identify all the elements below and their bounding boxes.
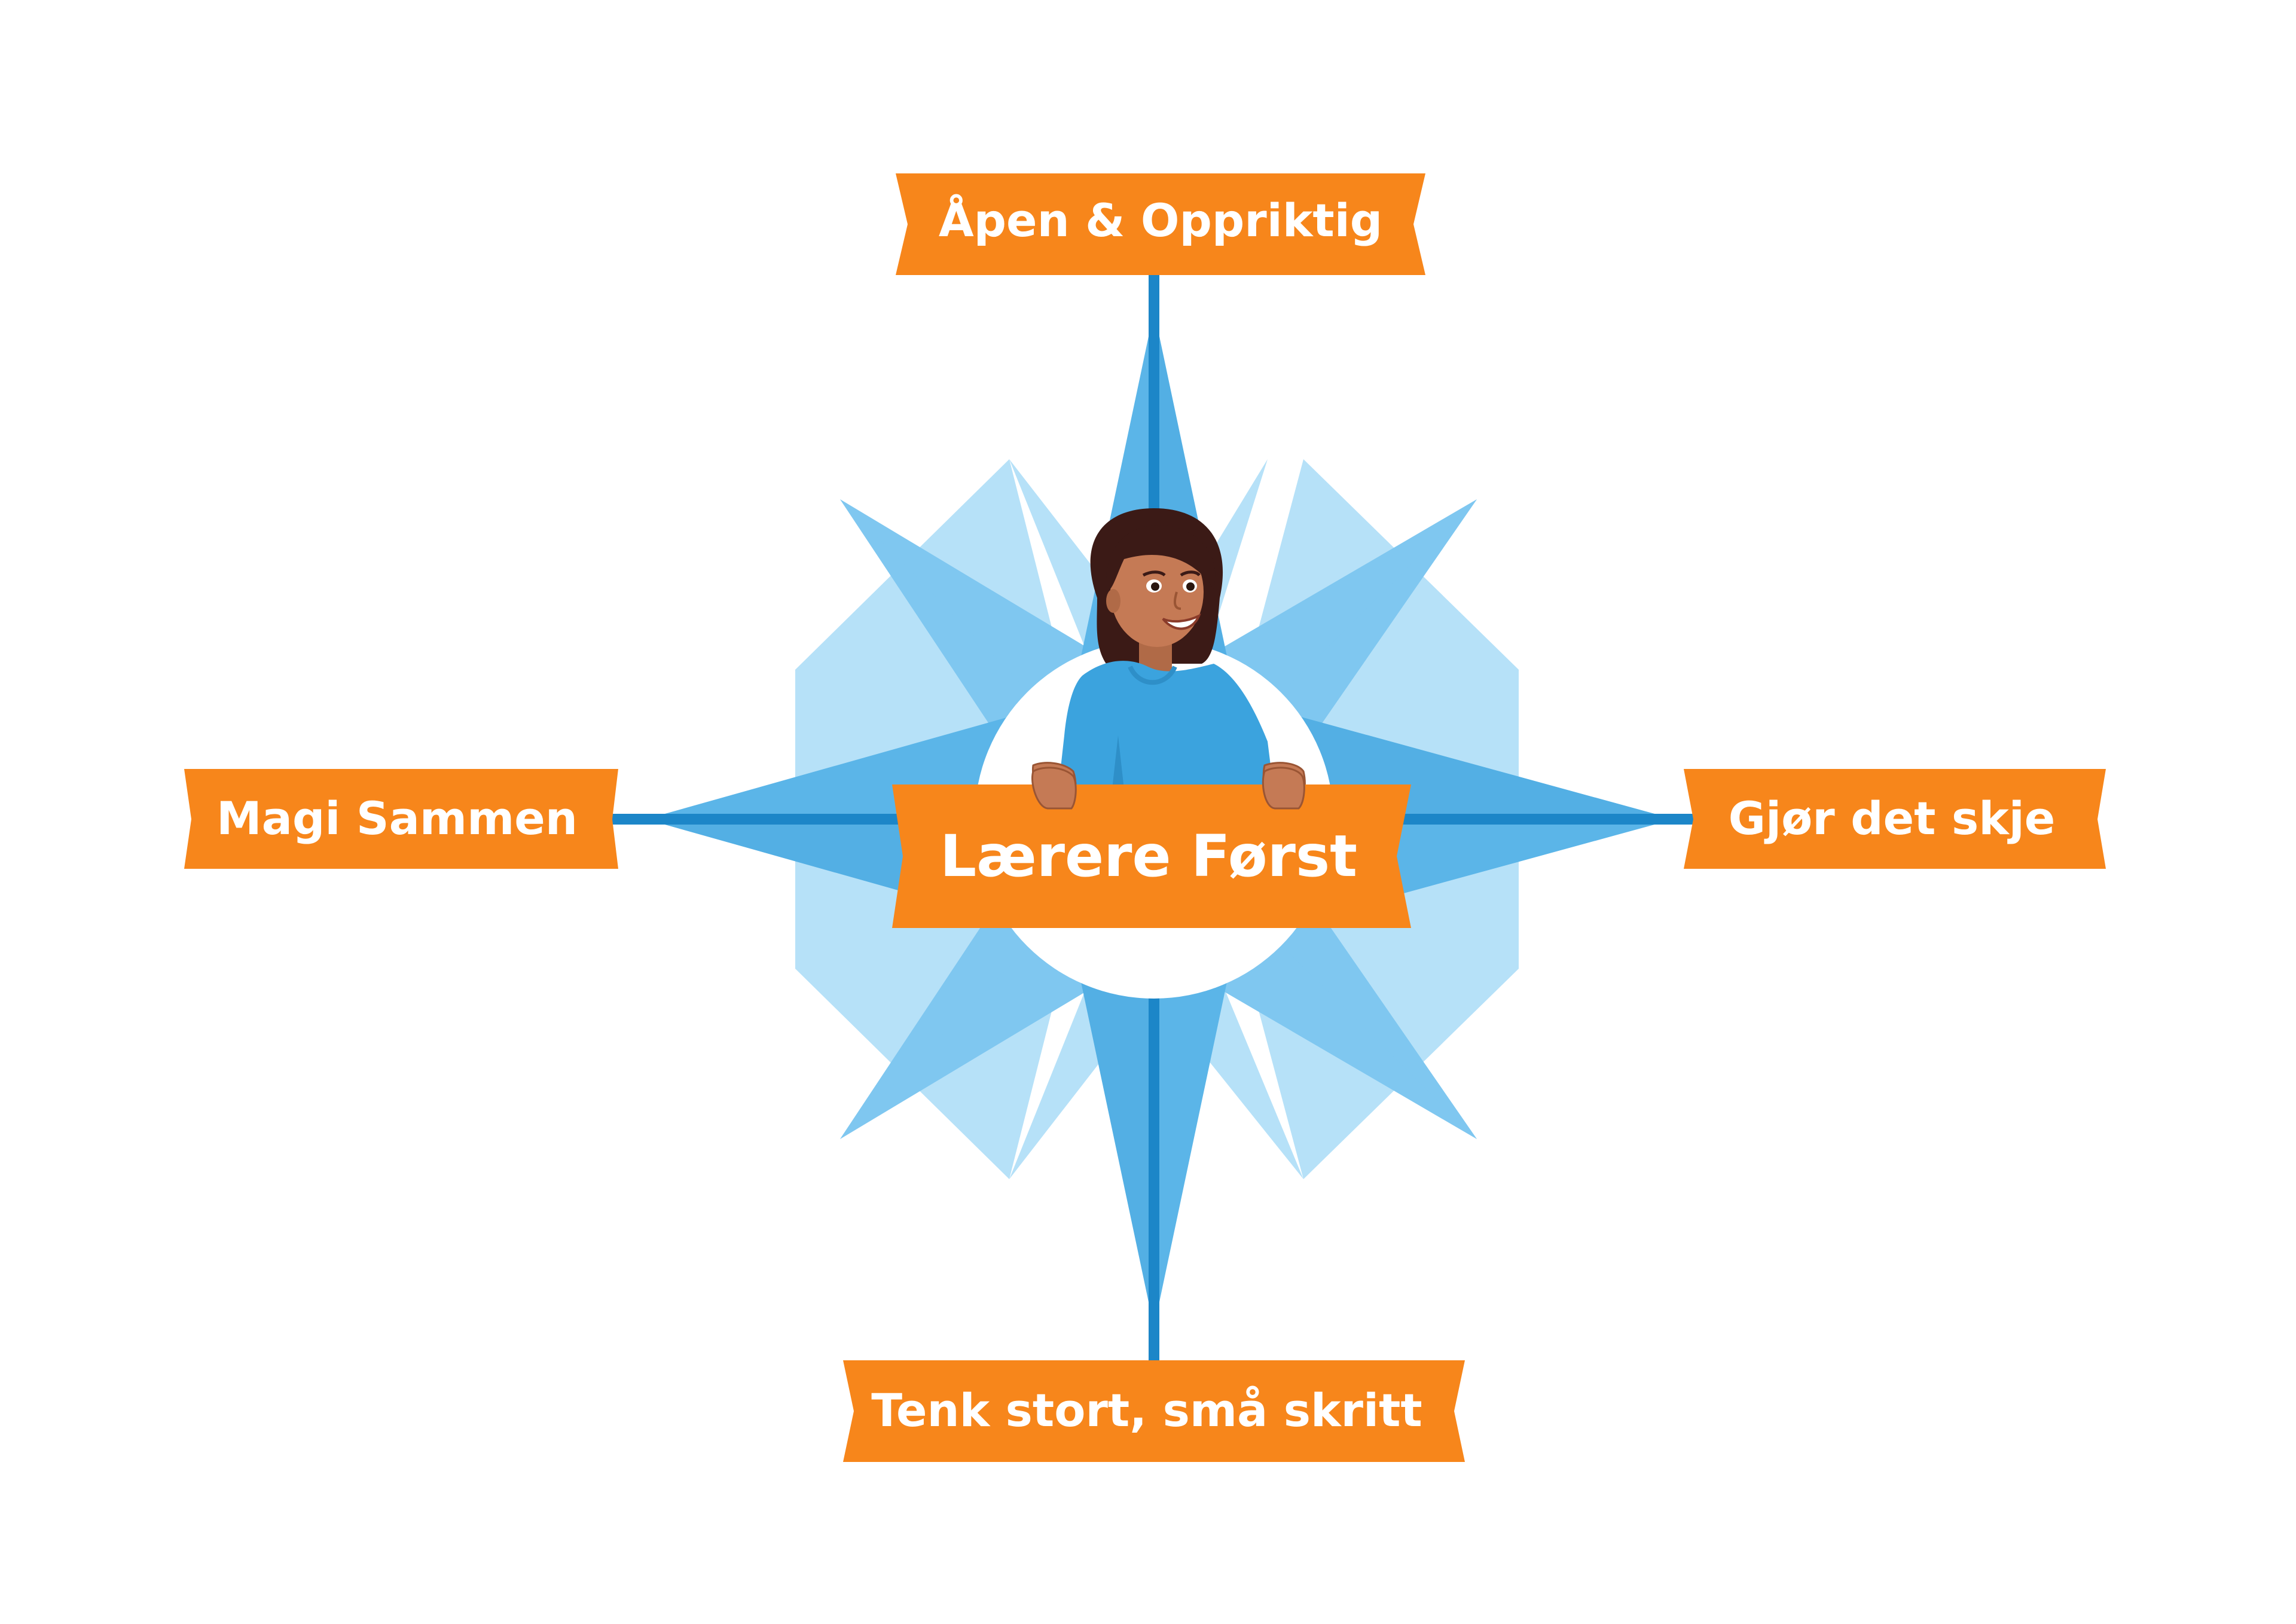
banner-east-label: Gjør det skje [1729,792,2056,845]
banner-west-label: Magi Sammen [216,792,578,845]
banner-west: Magi Sammen [184,769,618,869]
banner-south-label: Tenk stort, små skritt [871,1384,1422,1437]
teacher-hands-icon [1031,767,1305,810]
banner-east: Gjør det skje [1684,769,2106,869]
banner-south: Tenk stort, små skritt [843,1360,1465,1462]
banner-north-label: Åpen & Oppriktig [939,194,1382,247]
banner-north: Åpen & Oppriktig [896,173,1425,275]
banner-center-label: Lærere Først [940,823,1357,890]
banner-center: Lærere Først [892,784,1411,928]
